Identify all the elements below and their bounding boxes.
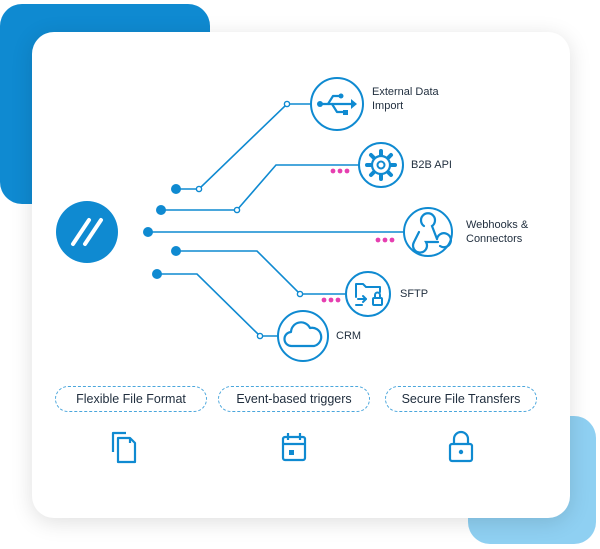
label-sftp: SFTP (400, 288, 429, 300)
label-webhooks-line2: Connectors (466, 233, 523, 245)
lock-icon (448, 430, 474, 463)
label-external-line2: Import (372, 100, 404, 112)
pink-dots (321, 168, 395, 303)
label-b2b-api: B2B API (411, 159, 452, 171)
usb-icon (310, 77, 364, 131)
label-webhooks-connectors: Webhooks & Connectors (466, 218, 528, 246)
files-icon (111, 431, 137, 464)
feature-pill-secure-file-transfers: Secure File Transfers (385, 386, 537, 412)
feature-pill-event-based-triggers: Event-based triggers (218, 386, 370, 412)
label-external-line1: External Data (372, 86, 439, 98)
line-crm (157, 273, 278, 337)
label-crm: CRM (336, 330, 362, 342)
line-sftp (176, 250, 346, 295)
label-external-data-import: External Data Import (372, 85, 439, 113)
source-logo-icon (56, 201, 118, 263)
folder-lock-icon (345, 271, 391, 317)
gear-icon (358, 142, 404, 188)
label-webhooks-line1: Webhooks & (466, 219, 529, 231)
line-b2b (161, 164, 360, 211)
webhook-icon (403, 207, 453, 257)
cloud-icon (277, 310, 329, 362)
feature-pill-flexible-file-format: Flexible File Format (55, 386, 207, 412)
line-external (176, 103, 326, 190)
calendar-icon (281, 433, 307, 462)
